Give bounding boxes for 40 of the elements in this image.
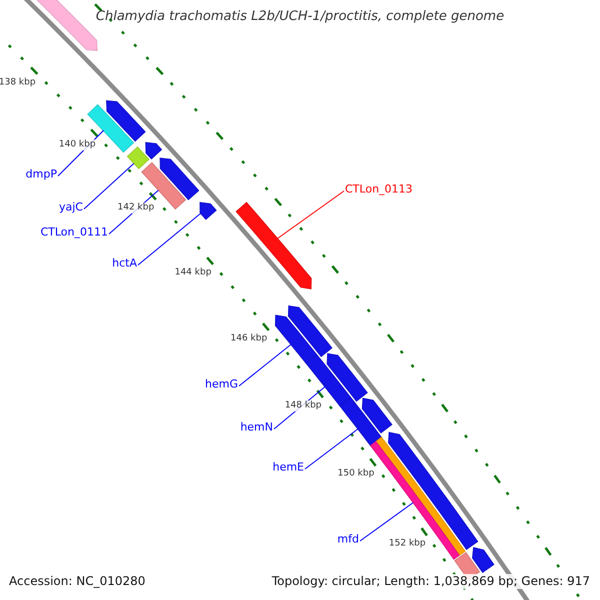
gene-bar <box>145 142 162 160</box>
scale-label: 150 kbp <box>338 468 374 480</box>
scale-label: 148 kbp <box>284 400 322 412</box>
genome-summary: Topology: circular; Length: 1,038,869 bp; Genes: 917 <box>270 574 591 589</box>
gene-bar <box>362 398 392 434</box>
gene-label: CTLon_0113 <box>345 182 413 196</box>
gene-bar <box>288 305 332 358</box>
gene-bar <box>326 353 368 402</box>
gene-label: hemG <box>205 378 238 390</box>
gene-bar <box>126 146 150 170</box>
gene-label: hemN <box>240 420 273 434</box>
scale-label: 142 kbp <box>118 202 154 214</box>
leader-line <box>304 428 359 470</box>
gene-label: mfd <box>337 532 359 546</box>
gene-bar <box>339 397 383 447</box>
leader-line <box>84 162 134 210</box>
gene-bar <box>274 314 318 364</box>
gene-bar <box>106 100 146 142</box>
scale-label: 140 kbp <box>58 139 96 150</box>
gene-bar <box>236 202 312 290</box>
leader-line <box>360 502 414 542</box>
accession-text: Accession: NC_010280 <box>8 574 146 589</box>
leader-line <box>277 190 344 239</box>
scale-label: 146 kbp <box>230 333 268 344</box>
leader-line <box>138 213 202 266</box>
scale-label: 152 kbp <box>388 538 426 550</box>
scale-label: 138 kbp <box>0 77 36 88</box>
gene-bar <box>472 547 494 573</box>
gene-label: hemE <box>272 460 304 474</box>
gene-bar <box>375 436 466 556</box>
gene-label: CTLon_0111 <box>40 226 108 238</box>
map-title: Chlamydia trachomatis L2b/UCH-1/proctitis, complete genome <box>94 9 506 24</box>
gene-label: dmpP <box>26 168 57 180</box>
gene-bar <box>388 432 478 550</box>
gene-label: yajC <box>59 200 83 214</box>
leader-line <box>238 344 292 386</box>
gene-label: hctA <box>112 256 137 270</box>
gene-bar <box>200 202 217 220</box>
gene-bar <box>160 158 200 200</box>
scale-label: 144 kbp <box>174 267 212 278</box>
